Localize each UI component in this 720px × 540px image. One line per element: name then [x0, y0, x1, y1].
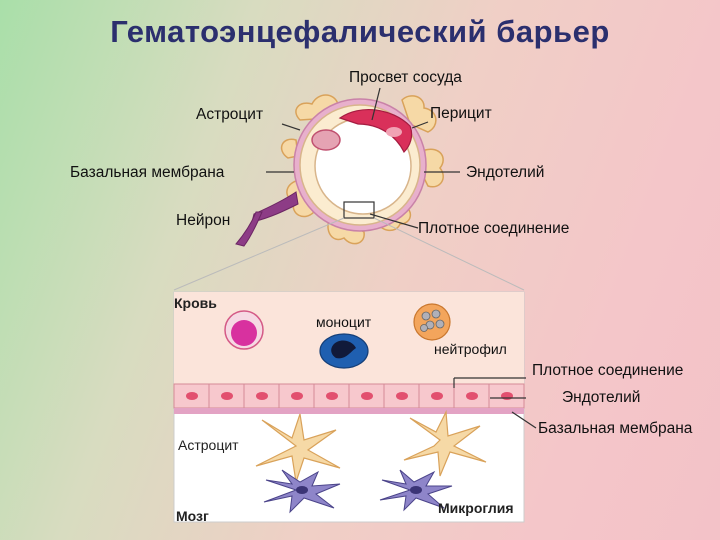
tight-junction-box: [343, 201, 375, 219]
label-microglia: Микроглия: [438, 500, 514, 516]
endothelial-cells: [173, 383, 525, 409]
label-tight-junction-bottom: Плотное соединение: [532, 362, 684, 379]
page-title: Гематоэнцефалический барьер: [110, 14, 610, 49]
label-basal-membrane-bottom: Базальная мембрана: [538, 420, 693, 437]
label-lumen: Просвет сосуда: [349, 69, 462, 86]
label-monocyte: моноцит: [316, 314, 372, 330]
label-neuron: Нейрон: [176, 212, 231, 229]
astrocytes: [255, 409, 487, 483]
neutrophil-granules: [420, 309, 445, 332]
neuron: [235, 191, 299, 247]
zoom-line-left: [173, 217, 345, 291]
monocyte-nucleus: [331, 340, 356, 359]
label-pericyte: Перицит: [430, 105, 492, 122]
pericyte-nucleus: [386, 127, 402, 137]
blood-cell-nucleus: [231, 320, 257, 346]
label-astrocyte-top: Астроцит: [196, 106, 264, 123]
label-basal-membrane-top: Базальная мембрана: [70, 164, 225, 181]
microglia-nuclei: [296, 486, 422, 494]
label-endothelium-top: Эндотелий: [466, 164, 545, 181]
top-leader-lines: [266, 87, 460, 229]
label-astrocyte-bottom: Астроцит: [178, 437, 239, 453]
pericyte: [338, 108, 413, 154]
label-brain: Мозг: [176, 508, 209, 524]
label-endothelium-bottom: Эндотелий: [562, 389, 641, 406]
zoom-line-right: [373, 217, 525, 291]
endothelial-nucleus: [311, 129, 341, 151]
label-neutrophil: нейтрофил: [434, 341, 507, 357]
label-tight-junction-top: Плотное соединение: [418, 220, 570, 237]
basal-membrane-band: [174, 408, 524, 414]
label-blood: Кровь: [174, 295, 217, 311]
bottom-leader-lines: [453, 377, 537, 429]
